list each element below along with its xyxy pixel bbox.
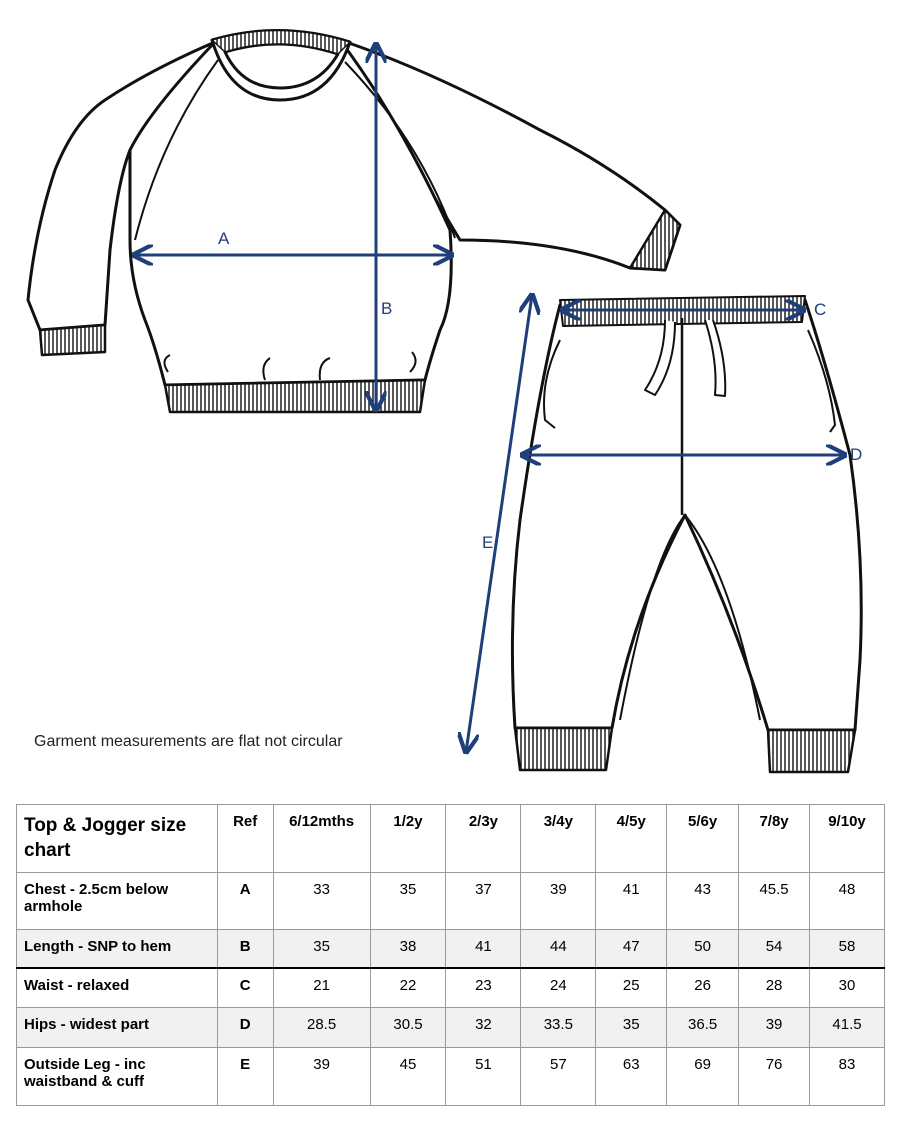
size-header: 1/2y: [369, 804, 447, 873]
measurement-arrows: [134, 44, 845, 752]
cell: 22: [369, 966, 447, 1008]
cell: 21: [272, 966, 371, 1008]
label-e: E: [482, 533, 494, 552]
row-ref: C: [216, 966, 274, 1008]
cell: 33: [272, 872, 371, 930]
cell: 39: [520, 872, 597, 930]
cell: 47: [595, 929, 668, 968]
size-header: 3/4y: [520, 804, 597, 873]
cell: 69: [666, 1047, 740, 1106]
size-header: 2/3y: [445, 804, 522, 873]
cell: 41: [445, 929, 522, 968]
row-label: Hips - widest part: [16, 1007, 218, 1048]
garment-illustration: [26, 29, 863, 774]
cell: 48: [809, 872, 885, 930]
cell: 41: [595, 872, 668, 930]
cell: 36.5: [666, 1007, 740, 1048]
cell: 44: [520, 929, 597, 968]
table-header-row: Top & Jogger size chart Ref 6/12mths 1/2…: [16, 804, 885, 873]
joggers-drawing: [510, 295, 863, 774]
cell: 50: [666, 929, 740, 968]
size-header: 6/12mths: [272, 804, 371, 873]
label-b: B: [381, 299, 393, 318]
label-d: D: [850, 445, 863, 464]
cell: 30.5: [369, 1007, 447, 1048]
cell: 51: [445, 1047, 522, 1106]
table-row: Length - SNP to hem B 35 38 41 44 47 50 …: [16, 929, 885, 968]
table-row: Outside Leg - inc waistband & cuff E 39 …: [16, 1047, 885, 1106]
cell: 76: [738, 1047, 810, 1106]
cell: 32: [445, 1007, 522, 1048]
size-header: 7/8y: [738, 804, 810, 873]
cell: 63: [595, 1047, 668, 1106]
cell: 57: [520, 1047, 597, 1106]
size-header: 5/6y: [666, 804, 740, 873]
size-header: 4/5y: [595, 804, 668, 873]
size-header: 9/10y: [809, 804, 885, 873]
cell: 39: [272, 1047, 371, 1106]
cell: 37: [445, 872, 522, 930]
table-row: Chest - 2.5cm below armhole A 33 35 37 3…: [16, 872, 885, 930]
cell: 26: [666, 966, 740, 1008]
cell: 45: [369, 1047, 447, 1106]
label-c: C: [814, 300, 827, 319]
cell: 58: [809, 929, 885, 968]
size-chart-table: Top & Jogger size chart Ref 6/12mths 1/2…: [16, 804, 885, 1106]
row-label: Length - SNP to hem: [16, 929, 218, 968]
cell: 24: [520, 966, 597, 1008]
cell: 30: [809, 966, 885, 1008]
cell: 41.5: [809, 1007, 885, 1048]
cell: 35: [369, 872, 447, 930]
cell: 38: [369, 929, 447, 968]
table-row: Waist - relaxed C 21 22 23 24 25 26 28 3…: [16, 966, 885, 1008]
measurement-note: Garment measurements are flat not circul…: [34, 733, 343, 750]
row-ref: E: [216, 1047, 274, 1106]
cell: 39: [738, 1007, 810, 1048]
arrow-e: [466, 295, 532, 752]
cell: 35: [272, 929, 371, 968]
cell: 83: [809, 1047, 885, 1106]
cell: 28: [738, 966, 810, 1008]
row-label: Chest - 2.5cm below armhole: [16, 872, 218, 930]
table-title: Top & Jogger size chart: [16, 804, 218, 873]
row-ref: D: [216, 1007, 274, 1048]
row-label: Outside Leg - inc waistband & cuff: [16, 1047, 218, 1106]
table-row: Hips - widest part D 28.5 30.5 32 33.5 3…: [16, 1007, 885, 1048]
cell: 33.5: [520, 1007, 597, 1048]
row-ref: A: [216, 872, 274, 930]
row-label: Waist - relaxed: [16, 966, 218, 1008]
label-a: A: [218, 229, 230, 248]
cell: 54: [738, 929, 810, 968]
cell: 35: [595, 1007, 668, 1048]
cell: 23: [445, 966, 522, 1008]
cell: 45.5: [738, 872, 810, 930]
ref-header: Ref: [216, 804, 274, 873]
cell: 43: [666, 872, 740, 930]
row-ref: B: [216, 929, 274, 968]
cell: 25: [595, 966, 668, 1008]
cell: 28.5: [272, 1007, 371, 1048]
